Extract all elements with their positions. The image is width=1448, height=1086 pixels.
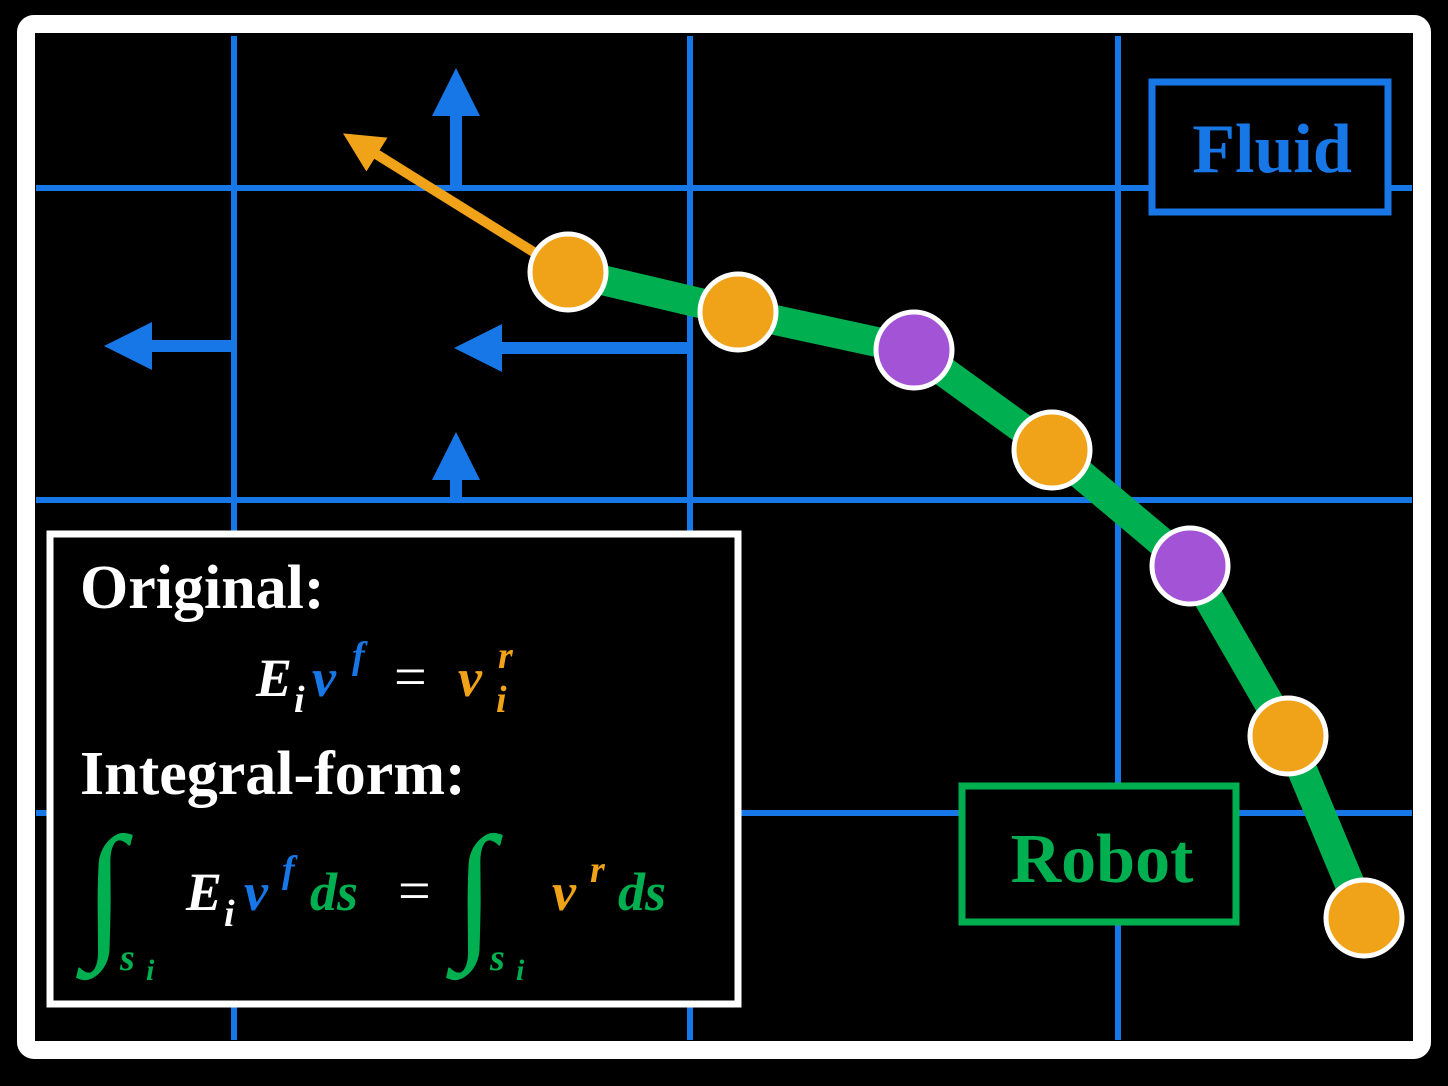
math-i: i [496,679,507,721]
original-heading: Original: [80,554,325,622]
integral-equation: ∫ s i E i v f ds = ∫ s i v r ds [76,807,666,987]
arrow-icon [343,133,543,261]
robot-label-box [958,782,1240,926]
math-ds: ds [618,862,666,922]
robot-node [1323,877,1405,959]
math-i: i [294,679,305,721]
robot-node [1247,695,1329,777]
math-s: s [489,937,505,979]
math-s: s [119,937,135,979]
robot-label: Robot [1011,821,1194,898]
math-v: v [552,862,577,922]
robot-node-purple [1149,525,1231,607]
fluid-label-box [1148,78,1392,216]
math-E: E [255,648,292,708]
math-v: v [312,648,337,708]
robot-node [697,271,779,353]
integral-sign: ∫ [76,807,133,981]
robot-nodes [527,231,1405,959]
robot-node-purple [873,309,955,391]
original-equation: E i v f = v r i [255,635,514,721]
math-equals: = [398,858,431,923]
math-ds: ds [310,862,358,922]
fluid-label: Fluid [1192,111,1352,188]
math-equals: = [394,644,427,709]
robot-node [527,231,609,313]
fluid-velocity-arrows [104,68,690,500]
integral-sign: ∫ [446,807,503,981]
math-r: r [590,849,606,891]
math-r: r [498,635,514,677]
math-i: i [146,954,155,987]
math-f: f [352,635,368,677]
math-i: i [516,954,525,987]
math-v: v [458,648,483,708]
integral-heading: Integral-form: [80,740,466,808]
math-v: v [244,862,269,922]
equation-panel [46,530,742,1008]
robot-node [1011,409,1093,491]
math-i: i [224,893,235,935]
math-f: f [282,849,298,891]
math-E: E [185,862,222,922]
